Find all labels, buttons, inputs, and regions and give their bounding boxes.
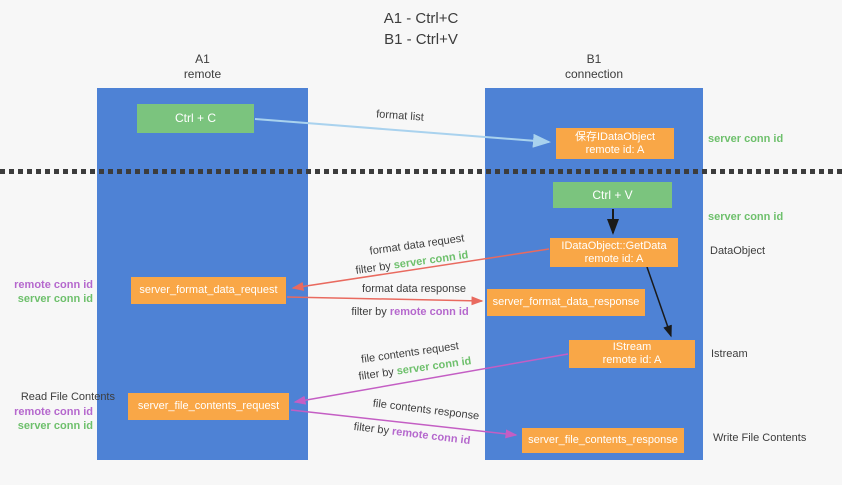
remote-conn-id-left-upper: remote conn id bbox=[14, 279, 93, 291]
server-conn-id-right-top: server conn id bbox=[708, 133, 784, 145]
ctrl-c-box: Ctrl + C bbox=[137, 104, 254, 133]
server-file-contents-response-label: server_file_contents_response bbox=[528, 434, 678, 446]
diagram-title: A1 - Ctrl+C B1 - Ctrl+V bbox=[0, 8, 842, 50]
server-file-contents-response-box: server_file_contents_response bbox=[522, 428, 684, 453]
filter-by-text-4: filter by bbox=[353, 420, 393, 438]
ctrl-v-box: Ctrl + V bbox=[553, 182, 672, 208]
right-column-header: B1 connection bbox=[485, 52, 703, 82]
phase-separator-dotted-line bbox=[0, 169, 842, 174]
server-conn-id-right-mid: server conn id bbox=[708, 211, 784, 223]
title-line-ctrl-c: A1 - Ctrl+C bbox=[383, 10, 459, 27]
server-file-contents-request-box: server_file_contents_request bbox=[128, 393, 289, 420]
left-column-header: A1 remote bbox=[97, 52, 308, 82]
server-format-data-request-box: server_format_data_request bbox=[131, 277, 286, 304]
server-format-data-response-box: server_format_data_response bbox=[487, 289, 645, 316]
remote-conn-id-left-lower: remote conn id bbox=[14, 406, 93, 418]
format-data-response-filter-label: filter by remote conn id bbox=[351, 306, 468, 318]
save-idataobject-line2: remote id: A bbox=[585, 143, 645, 156]
filter-by-text-3: filter by bbox=[357, 365, 398, 383]
save-idataobject-line1: 保存IDataObject bbox=[574, 130, 656, 143]
format-list-label: format list bbox=[375, 108, 425, 124]
left-column-name: A1 bbox=[195, 52, 210, 66]
server-conn-id-left-upper: server conn id bbox=[17, 293, 93, 305]
filter-by-text-2: filter by bbox=[351, 306, 390, 318]
write-file-contents-label: Write File Contents bbox=[713, 432, 807, 444]
left-column-role: remote bbox=[183, 67, 222, 81]
istream-line1: IStream bbox=[612, 341, 652, 353]
server-file-contents-request-label: server_file_contents_request bbox=[137, 400, 280, 412]
istream-box: IStream remote id: A bbox=[569, 340, 695, 368]
file-contents-response-filter-label: filter by remote conn id bbox=[353, 421, 471, 447]
remote-conn-id-text-2: remote conn id bbox=[389, 306, 469, 318]
format-data-response-arrow bbox=[286, 296, 484, 306]
title-line-ctrl-v: B1 - Ctrl+V bbox=[384, 31, 458, 48]
istream-side-label: Istream bbox=[711, 348, 748, 360]
ctrl-v-label: Ctrl + V bbox=[592, 187, 633, 202]
getdata-line2: remote id: A bbox=[584, 252, 644, 265]
server-format-data-response-label: server_format_data_response bbox=[492, 296, 640, 308]
ctrl-c-label: Ctrl + C bbox=[174, 111, 216, 125]
filter-by-text-1: filter by bbox=[354, 259, 395, 277]
read-file-contents-label: Read File Contents bbox=[20, 391, 115, 403]
file-contents-response-label: file contents response bbox=[372, 397, 480, 423]
dataobject-label: DataObject bbox=[710, 245, 766, 257]
server-conn-id-left-lower: server conn id bbox=[17, 420, 93, 432]
istream-line2: remote id: A bbox=[602, 354, 662, 366]
getdata-line1: IDataObject::GetData bbox=[561, 239, 667, 252]
right-column-role: connection bbox=[564, 67, 624, 81]
save-idataobject-box: 保存IDataObject remote id: A bbox=[556, 128, 674, 159]
right-column-name: B1 bbox=[586, 52, 602, 66]
format-data-response-label: format data response bbox=[362, 283, 466, 295]
remote-conn-id-text-4: remote conn id bbox=[391, 425, 471, 448]
server-format-data-request-label: server_format_data_request bbox=[139, 284, 278, 296]
idataobject-getdata-box: IDataObject::GetData remote id: A bbox=[550, 238, 678, 267]
